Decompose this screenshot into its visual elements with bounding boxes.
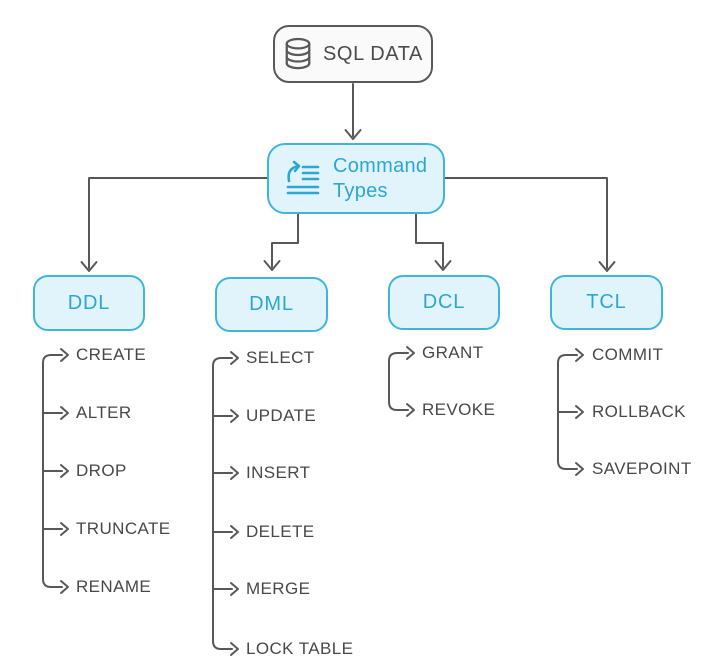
command-item-revoke: REVOKE [422, 400, 496, 419]
arrowhead [434, 260, 452, 271]
command-item-update: UPDATE [246, 406, 317, 425]
root-label: SQL DATA [322, 42, 423, 65]
category-label: DCL [422, 291, 466, 313]
command-item-insert: INSERT [246, 463, 311, 482]
arrowhead [598, 261, 616, 272]
edge-hub-to-dcl [415, 213, 444, 268]
command-item-savepoint: SAVEPOINT [592, 459, 692, 478]
arrowhead [575, 462, 584, 476]
arrowhead [344, 129, 362, 140]
command-item-alter: ALTER [76, 403, 132, 422]
node-command-types: Command Types [267, 143, 445, 214]
edge-hub-to-tcl [444, 177, 608, 269]
arrowhead [60, 348, 69, 362]
node-dcl: DCL [388, 275, 500, 330]
arrowhead [575, 348, 584, 362]
command-item-select: SELECT [246, 348, 315, 367]
bracket-tcl [557, 354, 578, 470]
category-label: TCL [586, 291, 627, 313]
bracket-dml [212, 357, 233, 650]
command-item-drop: DROP [76, 461, 127, 480]
node-sql-data: SQL DATA [273, 25, 433, 83]
arrowhead [60, 522, 69, 536]
edge-hub-to-ddl [88, 177, 268, 269]
command-item-delete: DELETE [246, 522, 315, 541]
command-item-rollback: ROLLBACK [592, 402, 686, 421]
command-item-truncate: TRUNCATE [76, 519, 171, 538]
arrowhead [230, 409, 239, 423]
bracket-dcl [388, 352, 409, 411]
arrowhead [230, 525, 239, 539]
command-item-lock-table: LOCK TABLE [246, 639, 354, 658]
arrowhead [230, 642, 239, 656]
arrowhead [263, 260, 281, 271]
node-dml: DML [215, 277, 328, 332]
node-ddl: DDL [33, 275, 145, 331]
node-tcl: TCL [550, 275, 663, 330]
command-list-icon [286, 160, 320, 194]
arrowhead [230, 582, 239, 596]
arrowhead [406, 346, 415, 360]
command-item-grant: GRANT [422, 343, 484, 362]
command-item-commit: COMMIT [592, 345, 664, 364]
arrowhead [60, 406, 69, 420]
arrowhead [230, 351, 239, 365]
arrowhead [80, 261, 98, 272]
category-label: DDL [67, 291, 111, 314]
arrowhead [406, 403, 415, 417]
arrowhead [575, 405, 584, 419]
arrowhead [60, 464, 69, 478]
command-item-merge: MERGE [246, 579, 311, 598]
bracket-ddl [42, 354, 63, 588]
category-label: DML [249, 293, 294, 315]
command-item-rename: RENAME [76, 577, 152, 596]
arrowhead [60, 580, 69, 594]
arrowhead [230, 466, 239, 480]
edge-hub-to-dml [271, 213, 299, 268]
hub-label: Command Types [333, 154, 428, 202]
database-icon [285, 37, 311, 70]
command-item-create: CREATE [76, 345, 147, 364]
